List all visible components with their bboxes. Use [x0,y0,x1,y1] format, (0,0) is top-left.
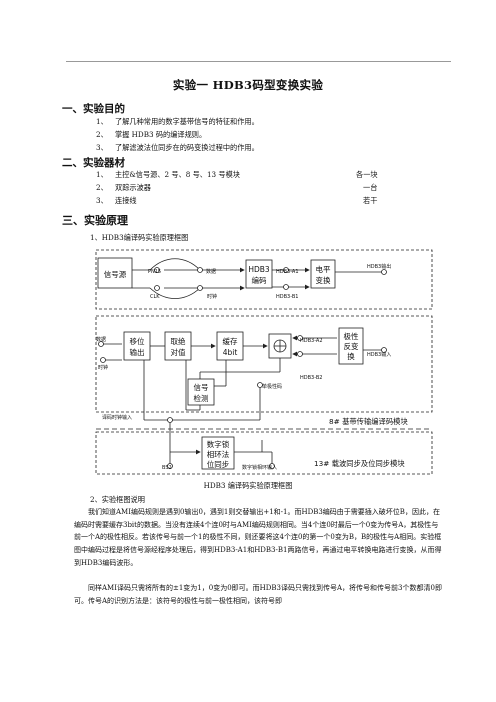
page-title: 实验一 HDB3码型变换实验 [172,78,324,92]
lbl-hdb3-a1: HDB3-A1 [276,269,299,275]
lbl-polarity-1: 极性 [344,331,359,341]
lbl-level-1: 电平 [316,264,331,274]
lbl-hdb3-out: HDB3输出 [367,263,391,270]
polarity-block [338,327,364,365]
dpll-block [201,436,235,470]
lbl-shift-1: 移位 [130,336,145,346]
decode-region [95,315,433,413]
lbl-clock-top: 时钟 [207,293,217,300]
section-heading-equipment: 二、实验器材 [62,157,125,169]
lbl-pn15: PN15 [148,269,161,275]
encode-region [95,249,433,310]
section-heading-principle: 三、实验原理 [62,214,128,227]
lbl-clock-left: 时钟 [98,364,108,371]
lbl-buffer-1: 缓存 [223,336,238,346]
lbl-polarity-3: 换 [347,351,355,361]
lbl-level-2: 变换 [316,275,331,285]
purpose-num-2: 2、 [96,130,108,139]
lbl-buffer-2: 4bit [223,348,238,357]
equip-num-2: 2、 [96,183,108,192]
section-heading-purpose: 一、实验目的 [62,103,125,115]
lbl-unipolar: 单极性码 [262,383,282,390]
lbl-data-left: 数据 [96,336,106,343]
diagram-caption: HDB3 编译码实验原理框图 [203,481,293,490]
equip-item-1: 主控&信号源、2 号、8 号、13 号模块 [115,170,240,179]
lbl-clk: CLK [150,294,160,300]
equip-num-1: 1、 [96,170,108,179]
purpose-num-1: 1、 [96,117,108,126]
lbl-dpll-2: 相环法 [207,449,230,459]
principle-sub1: 1、HDB3编译码实验原理框图 [90,233,189,242]
lbl-data-top: 数据 [206,268,216,275]
lbl-module8: 8# 基带传输编译码模块 [329,417,408,426]
lbl-module13: 13# 载波同步及位同步模块 [314,459,405,468]
principle-sub2: 2、实验框图说明 [90,495,145,504]
equip-qty-3: 若干 [363,196,378,205]
lbl-hdb3-b1: HDB3-B1 [276,294,298,300]
lbl-dpll-3: 位同步 [207,459,230,469]
purpose-item-2: 掌握 HDB3 码的编译规则。 [115,130,207,139]
hdb3-encode-block [245,259,273,289]
lbl-hdb3-in: HDB3输入 [367,351,391,358]
lbl-detect-2: 检测 [194,393,209,403]
paragraph-2: 同样AMI译码只需将所有的±1变为1，0变为0即可。而HDB3译码只需找到传号A… [74,584,442,605]
equip-item-2: 双踪示波器 [115,183,151,192]
paragraph-1: 我们知道AMI编码规则是遇到0输出0，遇到1则交替输出+1和-1。而HDB3编码… [74,508,442,567]
lbl-hdb3-encode-2: 编码 [252,275,267,285]
signal-source-block [97,257,133,289]
lbl-hdb3-encode-1: HDB3 [248,265,270,274]
equip-qty-2: 一台 [363,183,378,192]
equip-qty-1: 各一块 [356,170,378,179]
lbl-decode-clk-in: 译码时钟输入 [102,414,132,421]
purpose-num-3: 3、 [96,143,108,152]
lbl-bs2: BS2 [162,465,172,471]
lbl-abs-1: 取绝 [171,336,186,346]
sync-region [95,431,433,475]
lbl-shift-2: 输出 [130,347,145,357]
purpose-item-1: 了解几种常用的数字基带信号的特征和作用。 [115,117,259,126]
equip-item-3: 连接线 [115,196,137,205]
lbl-hdb3-a2: HDB3-A2 [300,338,323,344]
lbl-signal-source: 信号源 [104,269,127,279]
signal-detect-block [187,378,215,406]
lbl-polarity-2: 反变 [344,341,359,351]
purpose-item-3: 了解滤波法位同步在的码变换过程中的作用。 [115,143,259,152]
lbl-abs-2: 对值 [171,347,186,357]
header-rule [66,61,451,62]
lbl-dpll-in: 数字锁相环输入 [242,464,277,471]
lbl-dpll-1: 数字锁 [207,439,230,449]
level-convert-block [310,259,336,289]
equip-num-3: 3、 [96,196,108,205]
lbl-hdb3-b2: HDB3-B2 [300,375,322,381]
lbl-detect-1: 信号 [194,382,209,392]
